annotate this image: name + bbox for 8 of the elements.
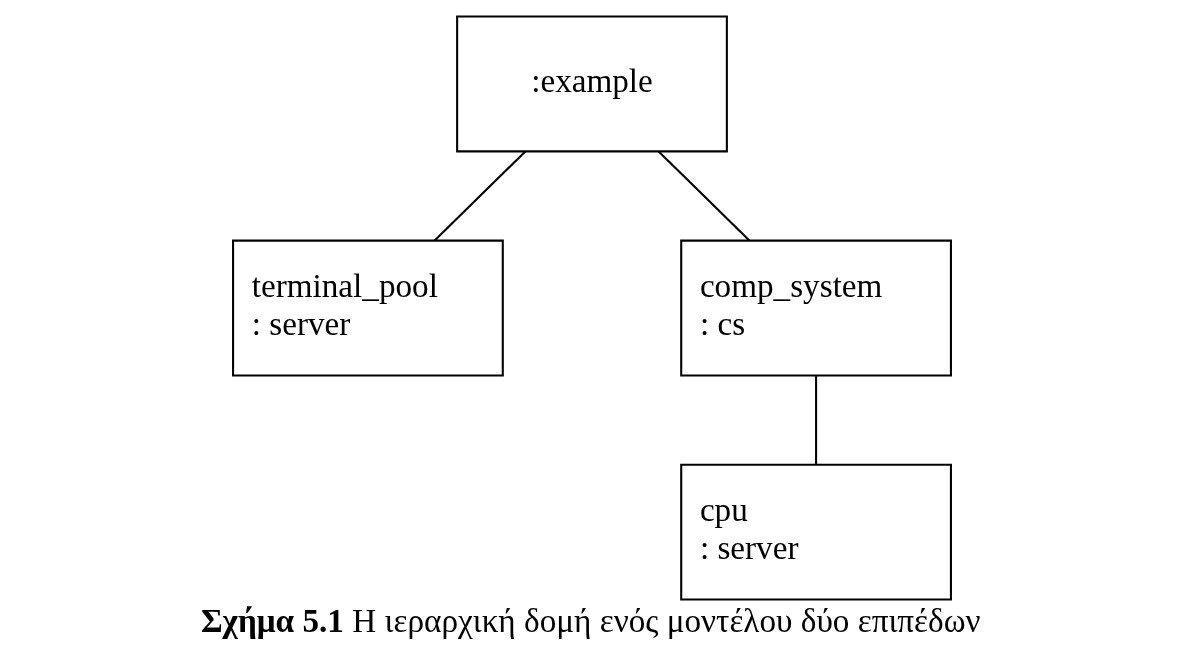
- node-box: :example: [456, 15, 728, 153]
- node-box: comp_system : cs: [680, 239, 952, 377]
- node-box: terminal_pool : server: [232, 239, 504, 377]
- node-box: cpu : server: [680, 463, 952, 601]
- connector: [815, 375, 818, 465]
- connector: [433, 150, 527, 242]
- caption: Σχήμα 5.1 Η ιεραρχική δομή ενός μοντέλου δύο επιπέδων: [200, 602, 981, 640]
- connector: [657, 150, 751, 242]
